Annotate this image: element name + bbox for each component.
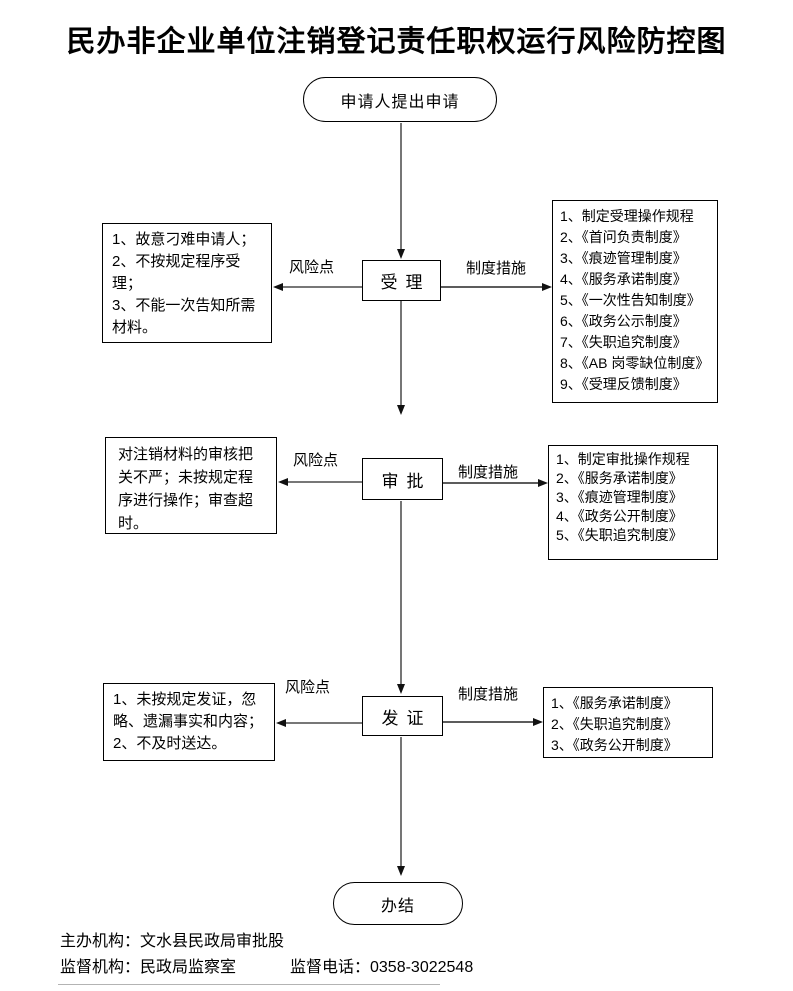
measures-box-issue: 1、《服务承诺制度》 2、《失职追究制度》 3、《政务公开制度》 [543, 687, 713, 758]
measures-label-accept: 制度措施 [466, 260, 527, 277]
footer-underline [58, 984, 440, 985]
footer-organizer: 主办机构：文水县民政局审批股 [60, 933, 285, 950]
measures-label-issue: 制度措施 [458, 686, 519, 703]
stage-box-issue: 发证 [362, 696, 443, 736]
footer-phone: 监督电话：0358-3022548 [290, 959, 474, 976]
stage-box-approve: 审批 [362, 458, 443, 500]
measures-label-approve: 制度措施 [458, 464, 519, 481]
risk-box-accept: 1、故意刁难申请人； 2、不按规定程序受理； 3、不能一次告知所需材料。 [102, 223, 272, 343]
risk-box-issue: 1、未按规定发证，忽略、遗漏事实和内容； 2、不及时送达。 [103, 683, 275, 761]
stage-box-accept: 受理 [362, 260, 441, 301]
risk-label-approve: 风险点 [293, 452, 339, 469]
page-title: 民办非企业单位注销登记责任职权运行风险防控图 [66, 26, 727, 58]
risk-label-accept: 风险点 [289, 259, 335, 276]
measures-box-approve: 1、制定审批操作规程 2、《服务承诺制度》 3、《痕迹管理制度》 4、《政务公开… [548, 445, 718, 560]
measures-box-accept: 1、制定受理操作规程 2、《首问负责制度》 3、《痕迹管理制度》 4、《服务承诺… [552, 200, 718, 403]
footer-supervisor: 监督机构：民政局监察室 [60, 959, 237, 976]
risk-label-issue: 风险点 [285, 679, 331, 696]
risk-box-approve: 对注销材料的审核把关不严；未按规定程序进行操作；审查超时。 [105, 437, 277, 534]
end-node: 办结 [333, 882, 463, 925]
start-node: 申请人提出申请 [303, 77, 497, 122]
